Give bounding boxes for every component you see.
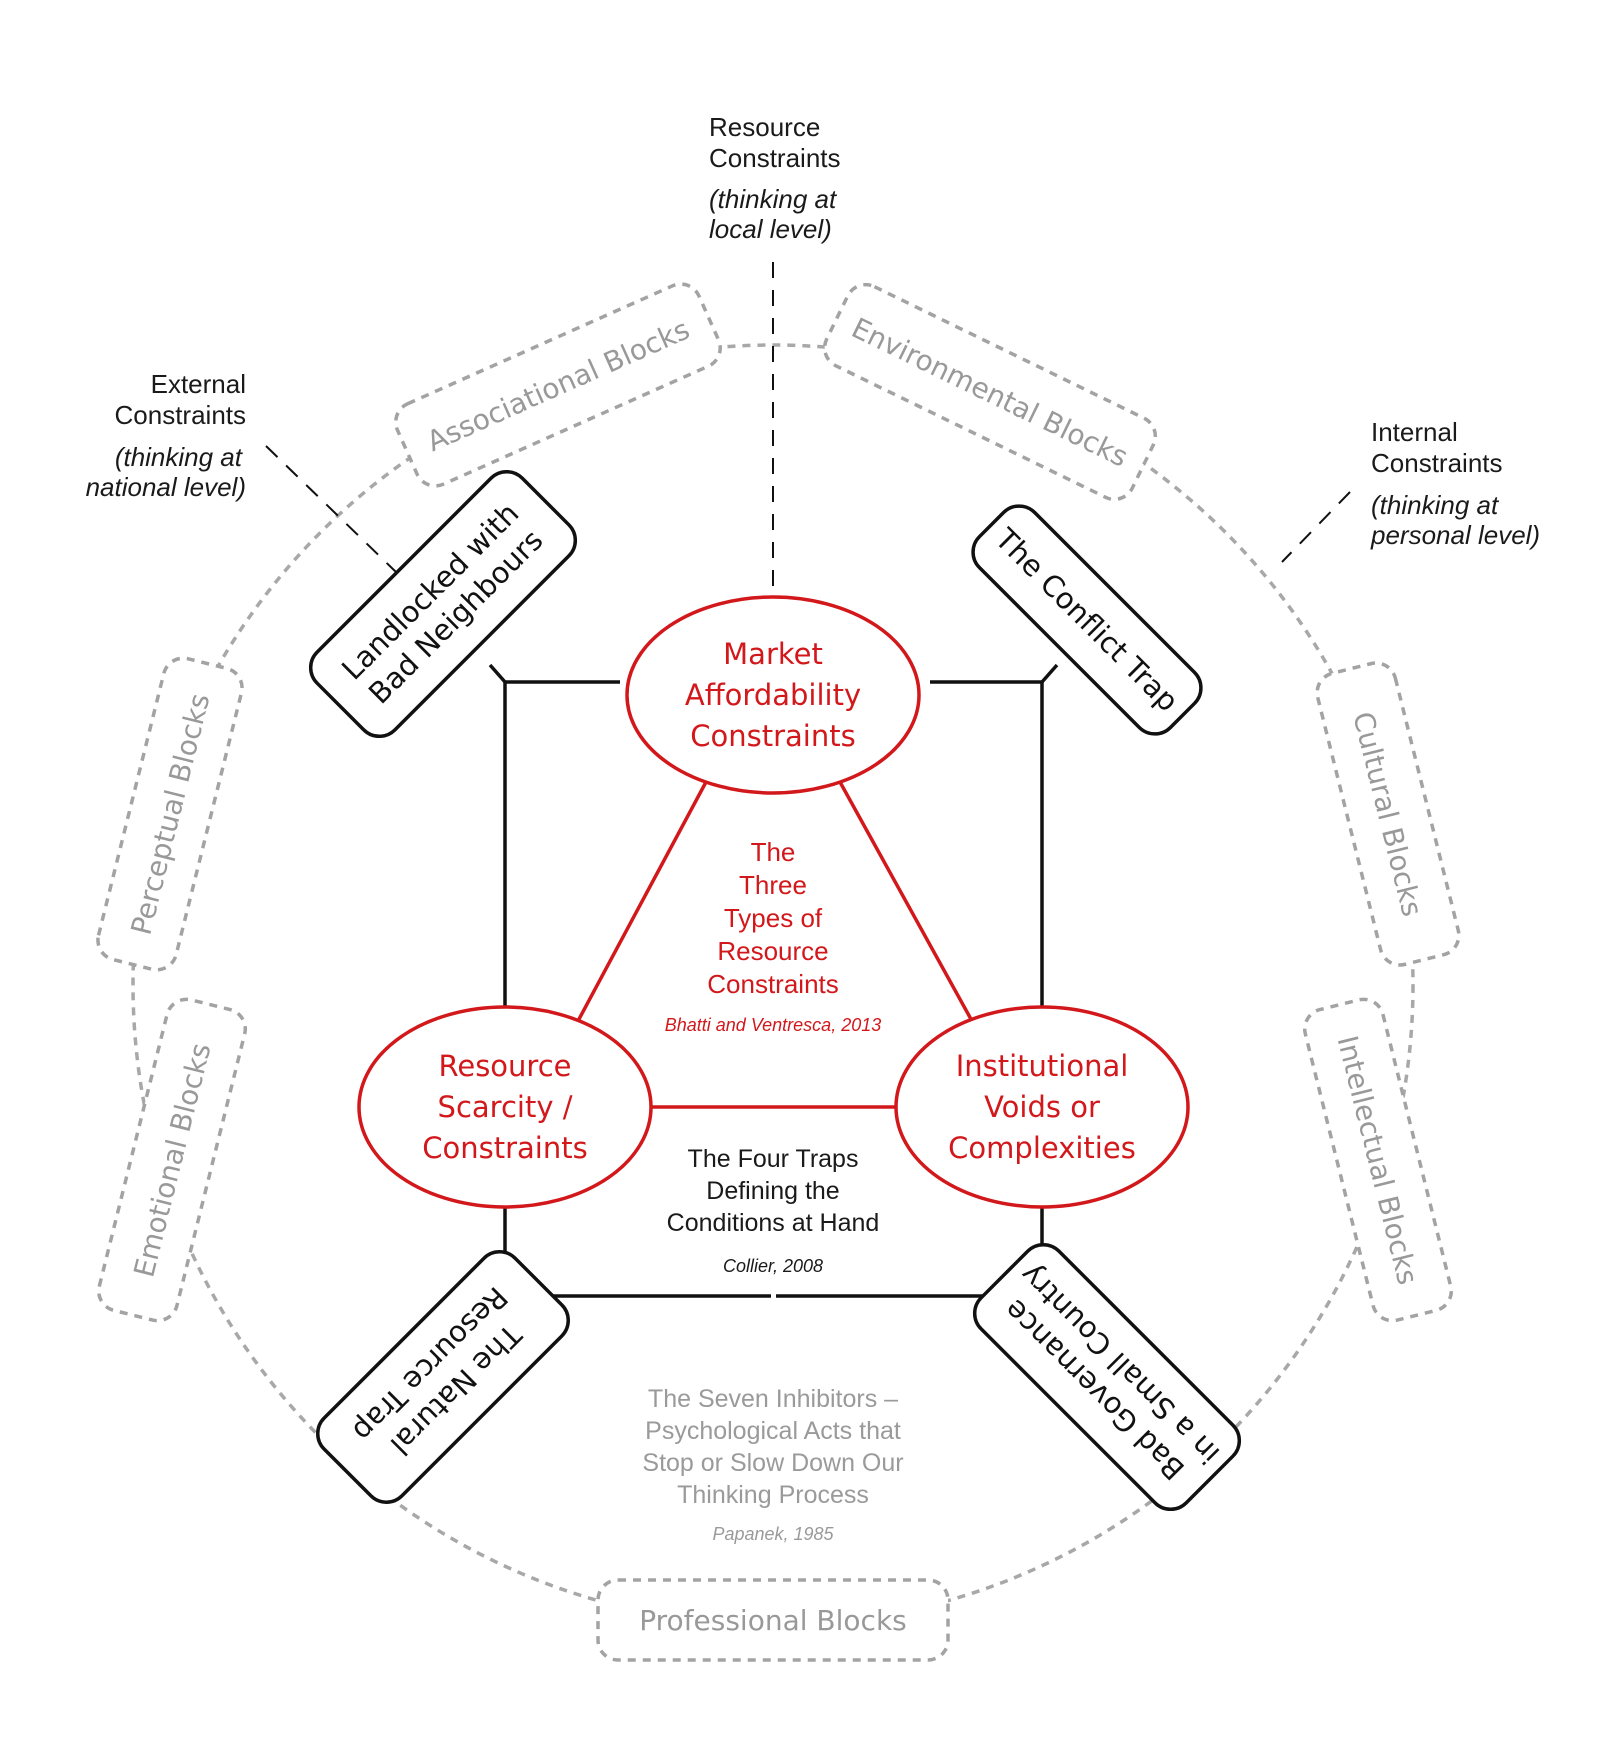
constraint-label-line: Market (723, 637, 823, 671)
inhibitors-heading: The Seven Inhibitors – Psychological Act… (642, 1385, 903, 1544)
resource-heading-line-3: Types of (724, 903, 823, 933)
inhibitor-block-emotional: Emotional Blocks (96, 997, 248, 1323)
inhibitor-block-cultural: Cultural Blocks (1315, 661, 1461, 967)
traps-heading-line-1: The Four Traps (688, 1145, 859, 1173)
inhibitors-heading-line-3: Stop or Slow Down Our (642, 1449, 903, 1477)
inhibitor-block-label: Professional Blocks (639, 1604, 907, 1637)
annotation-personal-subtitle-2: personal level) (1370, 520, 1540, 550)
constraint-ellipse (357, 1005, 653, 1209)
annotation-national-title-1: External (151, 369, 246, 399)
trap-box-frame (971, 504, 1203, 736)
annotation-national: External Constraints (thinking at nation… (86, 369, 246, 502)
inhibitor-block-environmental: Environmental Blocks (822, 282, 1158, 502)
constraint-label-line: Institutional (956, 1049, 1129, 1083)
traps-heading-line-2: Defining the (706, 1177, 839, 1205)
constraint-label-line: Scarcity / (438, 1090, 573, 1124)
inhibitor-block-frame (394, 282, 722, 488)
constraint-label-line: Complexities (948, 1131, 1136, 1165)
annotation-local-subtitle-2: local level) (709, 214, 832, 244)
traps-citation: Collier, 2008 (723, 1256, 823, 1276)
resource-triangle (576, 781, 974, 1109)
inhibitor-block-perceptual: Perceptual Blocks (96, 656, 244, 972)
trap-box-frame (316, 1250, 570, 1504)
constraint-label-line: Resource (439, 1049, 572, 1083)
resource-heading-line-5: Constraints (707, 969, 839, 999)
resource-heading: The Three Types of Resource Constraints … (665, 837, 881, 1035)
traps-heading-line-3: Conditions at Hand (667, 1209, 880, 1237)
annotation-local-subtitle-1: (thinking at (709, 184, 838, 214)
constraint-label-line: Affordability (685, 678, 861, 712)
resource-heading-line-4: Resource (717, 936, 828, 966)
annotation-personal-title-1: Internal (1371, 417, 1458, 447)
traps-heading: The Four Traps Defining the Conditions a… (667, 1145, 880, 1276)
inhibitor-block-frame (822, 282, 1158, 502)
leader-line-personal (1281, 491, 1351, 563)
constraint-ellipse (625, 595, 921, 795)
inhibitor-block-intellectual: Intellectual Blocks (1302, 997, 1454, 1323)
trap-box-frame (308, 469, 578, 739)
inhibitor-block-frame (96, 997, 248, 1323)
inhibitors-heading-line-1: The Seven Inhibitors – (648, 1385, 898, 1413)
annotation-personal-subtitle-1: (thinking at (1371, 490, 1500, 520)
leader-line-national (265, 445, 397, 573)
inhibitor-block-associational: Associational Blocks (394, 282, 722, 488)
inhibitor-block-frame (596, 1578, 950, 1662)
inhibitors-heading-line-4: Thinking Process (677, 1481, 869, 1509)
inhibitors-heading-line-2: Psychological Acts that (645, 1417, 901, 1445)
annotation-national-title-2: Constraints (115, 400, 247, 430)
constraint-ellipse (894, 1005, 1190, 1209)
annotation-personal-title-2: Constraints (1371, 448, 1503, 478)
constraint-label-line: Constraints (422, 1131, 587, 1165)
resource-heading-line-1: The (751, 837, 796, 867)
trap-box-frame (972, 1242, 1242, 1512)
resource-heading-line-2: Three (739, 870, 807, 900)
inhibitor-block-frame (1302, 997, 1454, 1323)
annotation-national-subtitle-2: national level) (86, 472, 246, 502)
inhibitor-block-frame (96, 656, 244, 972)
inhibitors-citation: Papanek, 1985 (712, 1524, 834, 1544)
constraint-label-line: Constraints (690, 719, 855, 753)
annotation-national-subtitle-1: (thinking at (115, 442, 244, 472)
inhibitor-block-frame (1315, 661, 1461, 967)
trap-label-line: The Conflict Trap (988, 521, 1185, 718)
annotation-personal: Internal Constraints (thinking at person… (1370, 417, 1540, 550)
trap-box-conflict: The Conflict Trap (971, 504, 1203, 736)
annotation-local-title-2: Constraints (709, 143, 841, 173)
resource-citation: Bhatti and Ventresca, 2013 (665, 1015, 881, 1035)
constraint-label-line: Voids or (984, 1090, 1100, 1124)
annotation-local-title-1: Resource (709, 112, 820, 142)
annotation-local: Resource Constraints (thinking at local … (709, 112, 841, 244)
inhibitor-block-professional: Professional Blocks (596, 1578, 950, 1662)
